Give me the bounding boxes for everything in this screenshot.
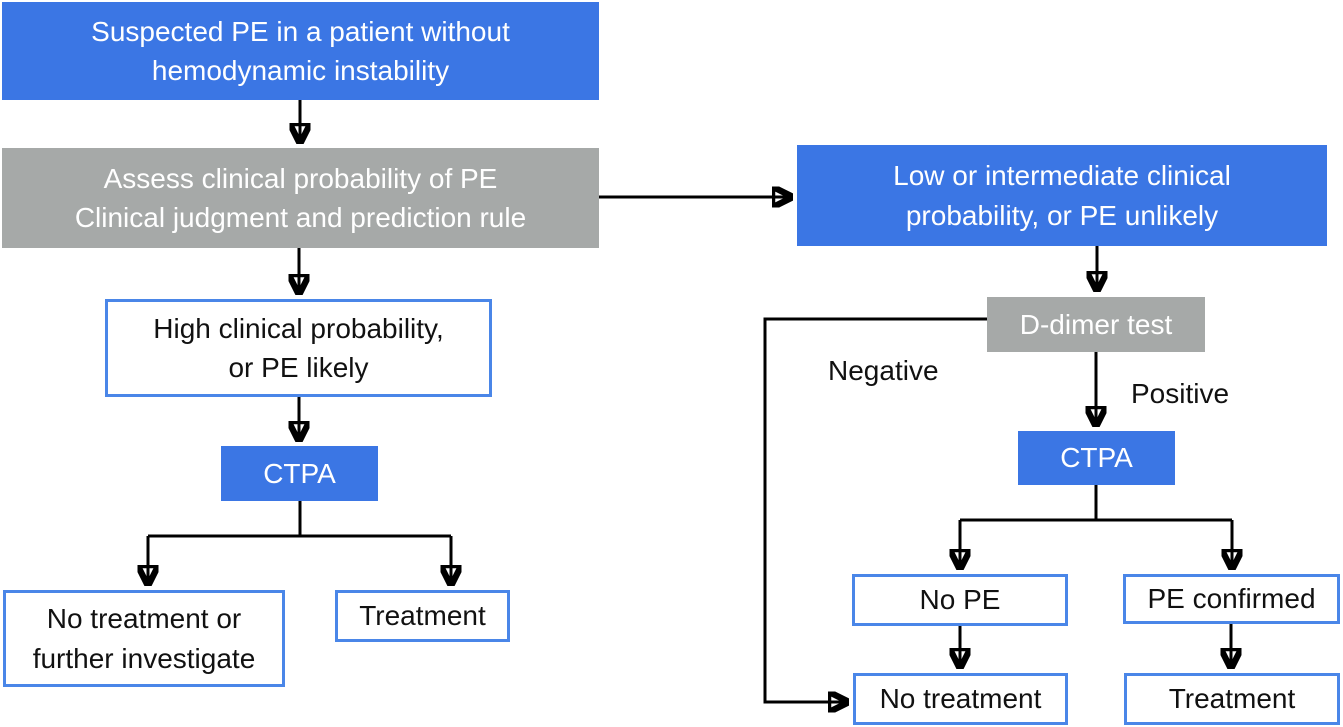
node-text-line: PE confirmed: [1147, 583, 1316, 615]
connector-ctpa-left-branch: [148, 501, 451, 538]
node-low-intermediate-probability: Low or intermediate clinical probability…: [797, 145, 1327, 246]
node-high-probability: High clinical probability, or PE likely: [105, 299, 492, 397]
node-text-line: Low or intermediate clinical: [893, 160, 1231, 192]
node-ctpa-left: CTPA: [221, 446, 378, 501]
edge-label-positive: Positive: [1131, 378, 1230, 409]
node-no-treatment: No treatment: [853, 673, 1068, 725]
node-text-line: No treatment: [879, 683, 1042, 715]
node-text-line: Treatment: [1168, 683, 1296, 715]
node-no-treatment-or-investigate: No treatment or further investigate: [3, 590, 285, 687]
node-ctpa-right: CTPA: [1018, 431, 1175, 485]
node-text-line: Assess clinical probability of PE: [103, 162, 498, 194]
node-text-line: hemodynamic instability: [151, 55, 450, 86]
node-text-line: Suspected PE in a patient without: [91, 15, 510, 47]
node-text-line: Clinical judgment and prediction rule: [74, 202, 527, 233]
node-text-line: No treatment or: [46, 603, 242, 635]
node-treatment-left: Treatment: [335, 590, 510, 642]
node-assess-probability: Assess clinical probability of PE Clinic…: [2, 148, 599, 248]
node-ddimer-test: D-dimer test: [987, 297, 1205, 352]
node-text-line: further investigate: [32, 642, 256, 674]
edge-label-negative: Negative: [828, 355, 939, 386]
node-text-line: probability, or PE unlikely: [905, 199, 1219, 231]
node-no-pe: No PE: [852, 574, 1068, 626]
node-text-line: CTPA: [1060, 442, 1133, 474]
node-text-line: No PE: [919, 584, 1001, 616]
node-text-line: Treatment: [359, 600, 486, 632]
node-suspected-pe: Suspected PE in a patient without hemody…: [2, 2, 599, 100]
node-pe-confirmed: PE confirmed: [1123, 574, 1340, 624]
node-text-line: High clinical probability,: [153, 312, 444, 344]
connector-ctpa-right-branch: [960, 485, 1232, 522]
node-text-line: or PE likely: [228, 352, 369, 383]
node-treatment-right: Treatment: [1124, 673, 1340, 725]
arrow-ddimer-negative-to-no-treatment: [763, 317, 987, 702]
node-text-line: CTPA: [263, 457, 336, 489]
node-text-line: D-dimer test: [1019, 308, 1173, 340]
